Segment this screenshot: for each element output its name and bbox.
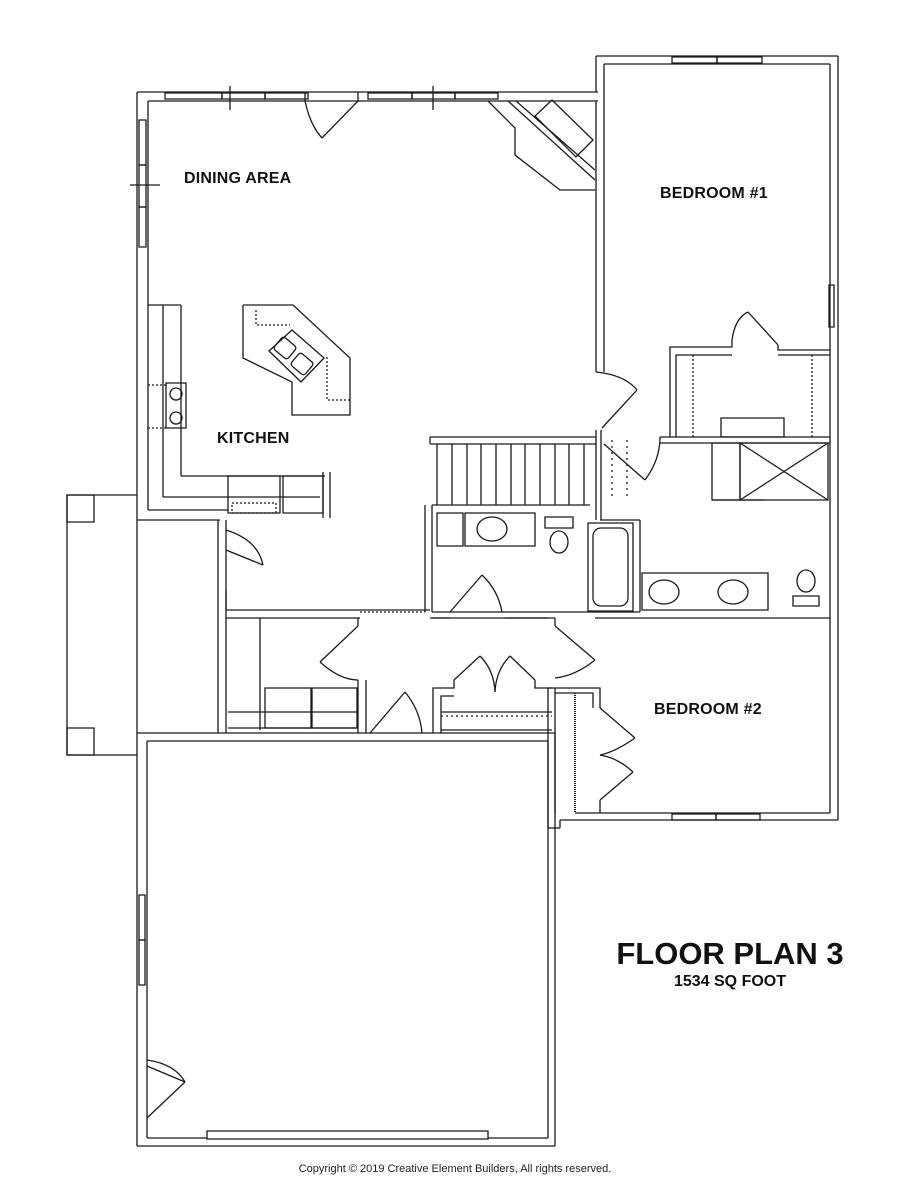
kitchen-counters (148, 305, 330, 518)
dining-entry-door (305, 92, 358, 138)
bedroom1-closet (660, 57, 834, 443)
dining-windows (130, 86, 498, 247)
hall-closet (430, 618, 555, 733)
garage-side-door (139, 895, 185, 1118)
plan-title: FLOOR PLAN 3 (616, 936, 844, 971)
fireplace (488, 100, 595, 190)
room-label-kitchen: KITCHEN (217, 430, 290, 447)
staircase (437, 430, 627, 520)
bedroom1-door (596, 372, 660, 480)
room-label-dining: DINING AREA (184, 170, 292, 187)
room-label-bedroom2: BEDROOM #2 (654, 701, 762, 718)
kitchen-island (243, 305, 350, 415)
copyright-notice: Copyright © 2019 Creative Element Builde… (298, 1163, 612, 1175)
plan-area: 1534 SQ FOOT (673, 973, 787, 990)
bathroom-1 (432, 513, 640, 612)
bedroom2-door-closet (548, 618, 830, 828)
plan-title-block: FLOOR PLAN 3 1534 SQ FOOT (600, 936, 860, 992)
porch (67, 495, 137, 755)
room-label-bedroom1: BEDROOM #1 (660, 185, 768, 202)
bathroom-2 (600, 443, 828, 612)
